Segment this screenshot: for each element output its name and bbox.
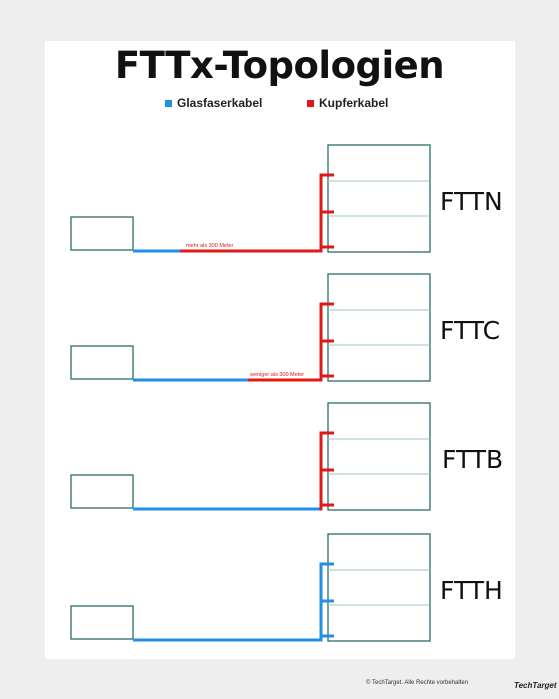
techtarget-logo: TechTarget [514,681,557,690]
topology-label-ftth: FTTH [440,576,503,605]
legend-fiber-label: Glasfaserkabel [177,96,263,110]
building-fttn [327,144,431,253]
topology-label-fttc: FTTC [440,316,501,345]
cable-note: weniger als 300 Meter [249,372,304,378]
topology-label-fttb: FTTB [442,445,504,474]
copper-swatch-icon [307,99,314,107]
exchange-box-fttc [70,345,134,380]
cable-note: mehr als 300 Meter [186,243,234,249]
fiber-swatch-icon [165,99,172,107]
building-fttb [327,402,431,511]
exchange-box-ftth [70,605,134,640]
building-ftth [327,533,431,642]
exchange-box-fttn [70,216,134,251]
legend-copper: Kupferkabel [307,96,388,110]
legend-fiber: Glasfaserkabel [165,96,262,110]
legend-copper-label: Kupferkabel [319,96,389,110]
exchange-box-fttb [70,474,134,509]
copyright-text: © TechTarget. Alle Rechte vorbehalten [366,680,469,686]
building-fttc [327,273,431,382]
page-title: FTTx-Topologien [114,44,445,87]
topology-label-fttn: FTTN [440,187,503,216]
